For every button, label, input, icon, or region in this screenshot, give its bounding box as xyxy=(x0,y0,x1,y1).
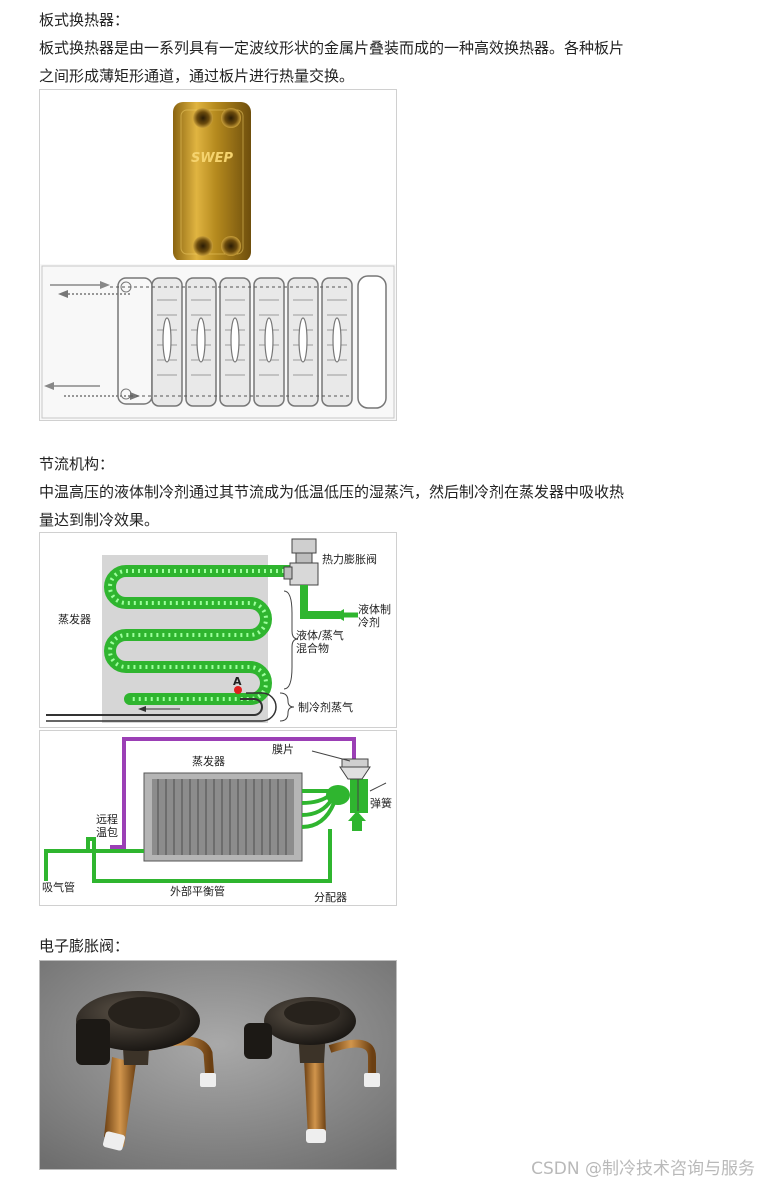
distributor-valve-icon xyxy=(326,758,387,831)
plate-heat-exchanger-figure: SWEP xyxy=(39,89,397,421)
evaporator-coil-block xyxy=(143,772,303,862)
paragraph-plate-line2: 之间形成薄矩形通道，通过板片进行热量交换。 xyxy=(39,67,355,85)
remote-bulb-label-2: 温包 xyxy=(96,826,118,839)
expansion-valve-icon xyxy=(283,538,319,586)
spring-label: 弹簧 xyxy=(370,796,392,810)
plate-exploded-diagram xyxy=(40,264,396,420)
refrigerant-vapor-label: 制冷剂蒸气 xyxy=(298,700,353,714)
point-a-marker xyxy=(234,686,242,694)
paragraph-throttle-line1: 中温高压的液体制冷剂通过其节流成为低温低压的湿蒸汽，然后制冷剂在蒸发器中吸收热 xyxy=(39,483,625,501)
txv-label: 热力膨胀阀 xyxy=(322,552,377,566)
eev-left xyxy=(76,991,216,1151)
paragraph-throttle-line2: 量达到制冷效果。 xyxy=(39,511,160,529)
diaphragm-label: 膜片 xyxy=(272,743,294,756)
section-title-plate-heat-exchanger: 板式换热器： xyxy=(39,11,130,29)
brand-logo: SWEP xyxy=(191,151,234,166)
evaporator-label: 蒸发器 xyxy=(192,754,225,768)
distributor-label: 分配器 xyxy=(314,891,347,904)
remote-bulb-label-1: 远程 xyxy=(96,813,118,826)
suction-line xyxy=(46,692,277,722)
section-title-throttling-device: 节流机构： xyxy=(39,455,115,473)
eev-right xyxy=(244,997,380,1143)
evaporator-coil xyxy=(104,565,296,705)
electronic-expansion-valve-photo xyxy=(39,960,397,1170)
point-a-label: A xyxy=(233,675,242,688)
suction-pipe-label: 吸气管 xyxy=(42,880,75,894)
txv-evaporator-diagram: A 蒸发器 热力膨胀阀 液体制 冷剂 液体/蒸气 混合物 制冷剂蒸气 xyxy=(39,532,397,728)
evaporator-label: 蒸发器 xyxy=(58,612,91,626)
section-title-electronic-expansion-valve: 电子膨胀阀： xyxy=(39,937,130,955)
txv-external-equalizer-diagram: 蒸发器 膜片 弹簧 远程 温包 吸气管 外部平衡管 分配器 xyxy=(39,730,397,906)
csdn-watermark: CSDN @制冷技术咨询与服务 xyxy=(531,1159,755,1179)
liquid-refrigerant-label-2: 冷剂 xyxy=(358,615,380,629)
plate-heat-exchanger-photo: SWEP xyxy=(173,102,251,262)
paragraph-plate-line1: 板式换热器是由一系列具有一定波纹形状的金属片叠装而成的一种高效换热器。各种板片 xyxy=(39,39,625,57)
mixture-label-1: 液体/蒸气 xyxy=(296,628,344,642)
external-equalizer-label: 外部平衡管 xyxy=(170,884,225,898)
liquid-refrigerant-label-1: 液体制 xyxy=(358,602,391,616)
mixture-label-2: 混合物 xyxy=(296,641,329,655)
